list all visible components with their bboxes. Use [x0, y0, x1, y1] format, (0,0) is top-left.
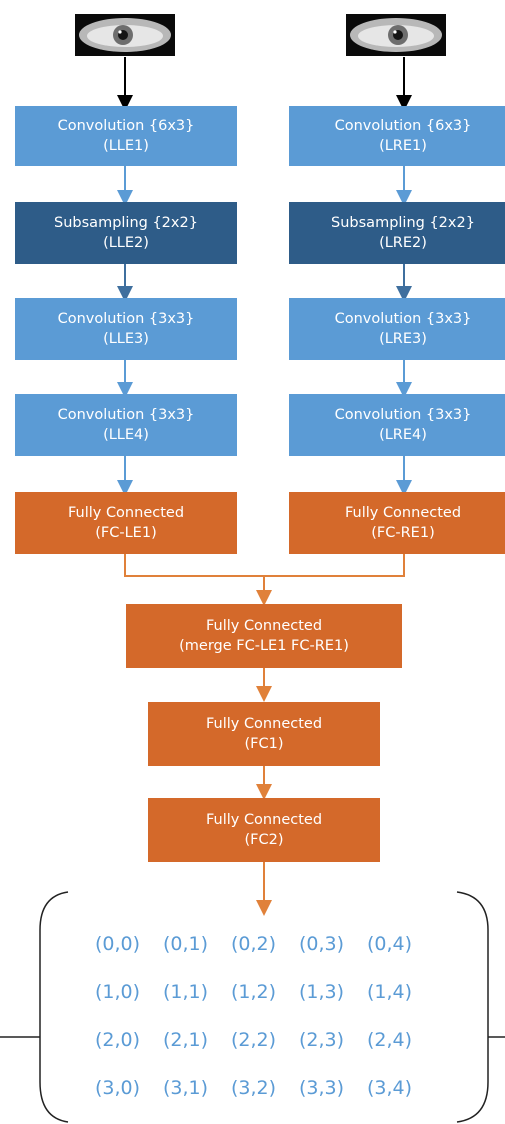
node-fc2: Fully Connected (FC2): [148, 798, 380, 862]
output-cell: (2,4): [367, 1029, 413, 1051]
node-lre2: Subsampling {2x2} (LRE2): [289, 202, 505, 264]
node-lle3: Convolution {3x3} (LLE3): [15, 298, 237, 360]
output-cell: (1,1): [163, 981, 209, 1003]
node-lle4-id: (LLE4): [103, 427, 149, 443]
output-cell: (2,0): [95, 1029, 141, 1051]
left-bracket: [39, 891, 69, 1123]
node-lre1-id: (LRE1): [379, 138, 427, 154]
output-cell: (3,4): [367, 1077, 413, 1099]
output-cell: (2,3): [299, 1029, 345, 1051]
node-fc-re1-id: (FC-RE1): [371, 525, 435, 541]
node-lre3-id: (LRE3): [379, 331, 427, 347]
merge-connector: [124, 554, 405, 577]
node-lle1-title: Convolution {6x3}: [57, 118, 195, 134]
node-lre1: Convolution {6x3} (LRE1): [289, 106, 505, 166]
output-cell: (3,0): [95, 1077, 141, 1099]
left-eye-icon: [75, 14, 175, 56]
node-fc-re1: Fully Connected (FC-RE1): [289, 492, 505, 554]
node-lle1: Convolution {6x3} (LLE1): [15, 106, 237, 166]
node-fc2-id: (FC2): [244, 832, 284, 848]
node-fc2-title: Fully Connected: [205, 812, 323, 828]
node-fc-le1: Fully Connected (FC-LE1): [15, 492, 237, 554]
output-cell: (0,2): [231, 933, 277, 955]
node-lle3-title: Convolution {3x3}: [57, 311, 195, 327]
output-cell: (3,2): [231, 1077, 277, 1099]
node-lle1-id: (LLE1): [103, 138, 149, 154]
right-eye-icon: [346, 14, 446, 56]
node-fc-merge: Fully Connected (merge FC-LE1 FC-RE1): [126, 604, 402, 668]
node-fc-merge-id: (merge FC-LE1 FC-RE1): [179, 638, 349, 654]
node-lre2-id: (LRE2): [379, 235, 427, 251]
output-cell: (1,3): [299, 981, 345, 1003]
output-row: (3,0) (3,1) (3,2) (3,3) (3,4): [95, 1064, 435, 1112]
right-bracket: [456, 891, 489, 1123]
node-fc-le1-title: Fully Connected: [67, 505, 185, 521]
node-lle2: Subsampling {2x2} (LLE2): [15, 202, 237, 264]
node-lle2-title: Subsampling {2x2}: [54, 215, 198, 231]
node-lle4: Convolution {3x3} (LLE4): [15, 394, 237, 456]
output-cell: (2,1): [163, 1029, 209, 1051]
output-cell: (3,3): [299, 1077, 345, 1099]
output-row: (1,0) (1,1) (1,2) (1,3) (1,4): [95, 968, 435, 1016]
node-lre4-title: Convolution {3x3}: [334, 407, 472, 423]
output-cell: (0,3): [299, 933, 345, 955]
node-lle2-id: (LLE2): [103, 235, 149, 251]
output-cell: (0,0): [95, 933, 141, 955]
output-cell: (0,1): [163, 933, 209, 955]
output-cell: (1,2): [231, 981, 277, 1003]
output-row: (2,0) (2,1) (2,2) (2,3) (2,4): [95, 1016, 435, 1064]
node-fc-merge-title: Fully Connected: [205, 618, 323, 634]
node-fc1-title: Fully Connected: [205, 716, 323, 732]
node-fc-le1-id: (FC-LE1): [95, 525, 157, 541]
output-cell: (3,1): [163, 1077, 209, 1099]
output-cell: (1,0): [95, 981, 141, 1003]
node-lre3: Convolution {3x3} (LRE3): [289, 298, 505, 360]
output-cell: (0,4): [367, 933, 413, 955]
node-lle4-title: Convolution {3x3}: [57, 407, 195, 423]
output-grid: (0,0) (0,1) (0,2) (0,3) (0,4) (1,0) (1,1…: [95, 920, 435, 1112]
node-lre1-title: Convolution {6x3}: [334, 118, 472, 134]
node-lre4: Convolution {3x3} (LRE4): [289, 394, 505, 456]
node-fc1-id: (FC1): [244, 736, 284, 752]
output-cell: (1,4): [367, 981, 413, 1003]
node-fc1: Fully Connected (FC1): [148, 702, 380, 766]
output-cell: (2,2): [231, 1029, 277, 1051]
node-lle3-id: (LLE3): [103, 331, 149, 347]
output-row: (0,0) (0,1) (0,2) (0,3) (0,4): [95, 920, 435, 968]
node-lre2-title: Subsampling {2x2}: [331, 215, 475, 231]
node-fc-re1-title: Fully Connected: [344, 505, 462, 521]
node-lre3-title: Convolution {3x3}: [334, 311, 472, 327]
node-lre4-id: (LRE4): [379, 427, 427, 443]
